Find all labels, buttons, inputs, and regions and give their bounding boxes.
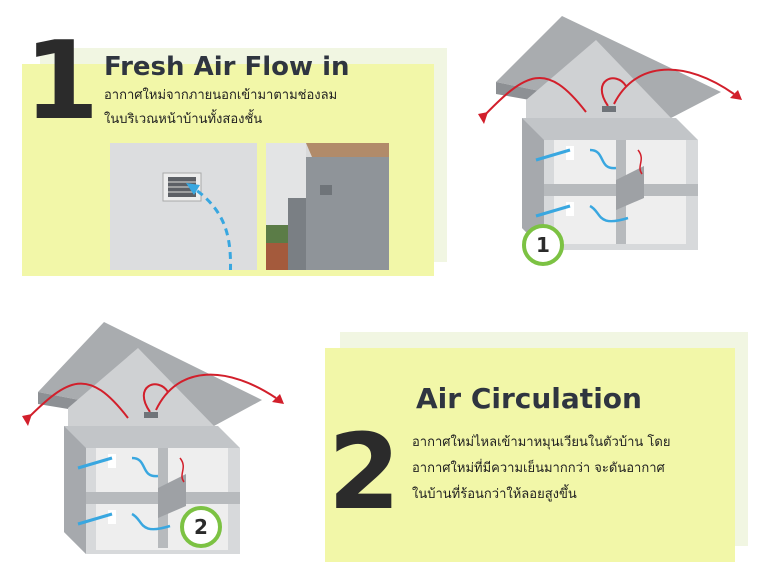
blue-inflow-arrow-lower: [77, 512, 113, 526]
step-1-badge: [522, 224, 564, 266]
red-hot-air-arrow-right: [155, 373, 277, 411]
step-2-desc-line-3: ในบ้านที่ร้อนกว่าให้ลอยสูงขึ้น: [412, 487, 577, 502]
red-hot-air-arrow-left: [25, 382, 129, 421]
panel-2-card: [325, 348, 735, 562]
step-2-badge-label: 2: [194, 515, 208, 539]
airflow-in-dashed-arrow: [191, 185, 233, 270]
red-hot-air-arrow-right: [613, 68, 735, 105]
vent-photo: [110, 143, 257, 270]
house-exterior-photo: [266, 143, 389, 270]
step-1-number: 1: [24, 19, 99, 144]
step-1-desc-line-1: อากาศใหม่จากภายนอกเข้ามาตามช่องลม: [104, 88, 338, 103]
step-2-desc-line-1: อากาศใหม่ไหลเข้ามาหมุนเวียนในตัวบ้าน โดย: [412, 435, 671, 450]
blue-inflow-arrow-lower: [535, 204, 571, 218]
step-2-badge: [180, 506, 222, 548]
vent-grille: [162, 172, 202, 202]
house-diagram-1: [478, 16, 742, 250]
step-1-title: Fresh Air Flow in: [104, 52, 350, 82]
arrow-head: [186, 183, 200, 195]
red-hot-air-arrow-left: [481, 76, 587, 119]
blue-inflow-arrow-upper: [77, 456, 113, 470]
step-2-title: Air Circulation: [416, 382, 642, 415]
gable-wall: [68, 348, 214, 426]
step-1-badge-label: 1: [536, 233, 550, 257]
house-diagram-2: [22, 322, 284, 554]
gable-wall: [526, 40, 671, 118]
step-2-number: 2: [328, 411, 401, 533]
step-2-desc-line-2: อากาศใหม่ที่มีความเย็นมากกว่า จะดันอากาศ: [412, 461, 665, 476]
step-1-desc-line-2: ในบริเวณหน้าบ้านทั้งสองชั้น: [104, 112, 263, 127]
blue-inflow-arrow-upper: [535, 148, 571, 162]
